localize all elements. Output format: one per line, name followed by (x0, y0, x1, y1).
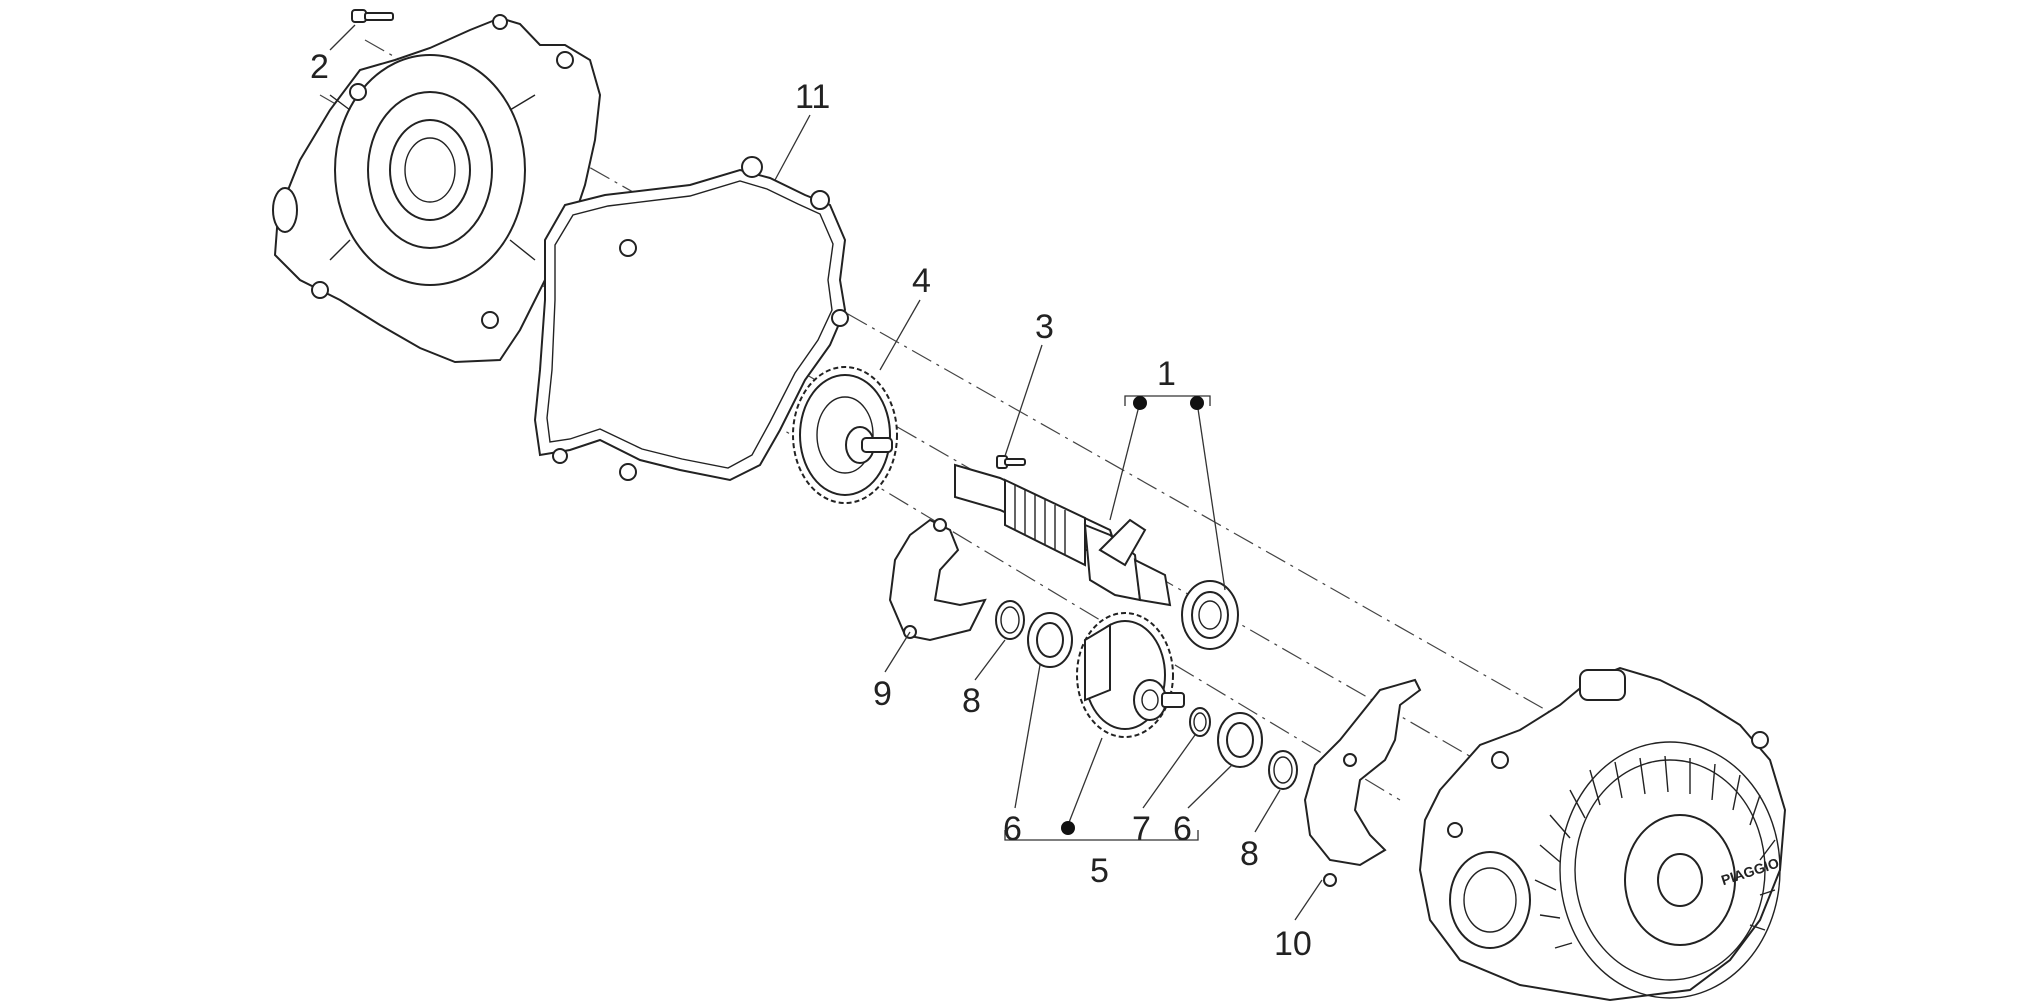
part-circlip-8-left (995, 600, 1025, 640)
callout-6-right: 6 (1173, 810, 1192, 848)
leader-5 (1067, 737, 1103, 826)
callout-10: 10 (1274, 925, 1312, 963)
part-gear-5 (1076, 612, 1185, 738)
leader-10 (1294, 879, 1323, 921)
part-bearing-6-right (1217, 712, 1263, 768)
part-left-cover (272, 14, 602, 364)
callout-7: 7 (1132, 810, 1151, 848)
leader-3 (1004, 344, 1043, 457)
part-gear-4 (792, 366, 898, 504)
bracket-1 (1124, 395, 1211, 406)
marker-dot-1b (1190, 396, 1204, 410)
leader-6-left (1014, 664, 1041, 809)
leader-4 (879, 299, 921, 371)
callout-11: 11 (795, 78, 830, 116)
leader-1-a (1109, 401, 1141, 521)
leader-lines (329, 24, 1323, 921)
leader-6-right (1187, 764, 1233, 809)
part-plate-10 (1303, 678, 1422, 887)
callout-8-left: 8 (962, 682, 981, 720)
bracket-5 (1004, 830, 1199, 841)
marker-dot-5 (1061, 821, 1075, 835)
part-circlip-8-right (1268, 750, 1298, 790)
callout-1: 1 (1157, 355, 1176, 393)
part-screw-2 (351, 9, 394, 23)
leader-7 (1142, 734, 1196, 809)
part-screw-3 (996, 455, 1026, 469)
part-bearing-6-left (1027, 612, 1073, 668)
part-right-housing: PIAGGIO (1418, 666, 1787, 1002)
leader-11 (774, 114, 811, 181)
callout-5: 5 (1090, 852, 1109, 890)
part-gasket-11 (533, 156, 849, 482)
leader-9 (884, 631, 911, 673)
part-circlip-7 (1189, 707, 1211, 737)
part-shaft-1 (954, 463, 1239, 650)
part-plate-9 (888, 518, 987, 642)
leader-8-left (974, 639, 1006, 681)
callout-4: 4 (912, 262, 931, 300)
callout-6-left: 6 (1003, 810, 1022, 848)
marker-dot-1a (1133, 396, 1147, 410)
leader-2 (329, 24, 356, 51)
callout-3: 3 (1035, 308, 1054, 346)
callout-9: 9 (873, 675, 892, 713)
leader-8-right (1254, 789, 1281, 833)
leader-1-b (1196, 401, 1226, 591)
callout-8-right: 8 (1240, 835, 1259, 873)
callout-2: 2 (310, 48, 329, 86)
callout-labels: 2 11 4 3 1 9 8 6 7 6 8 5 10 (310, 48, 1312, 963)
